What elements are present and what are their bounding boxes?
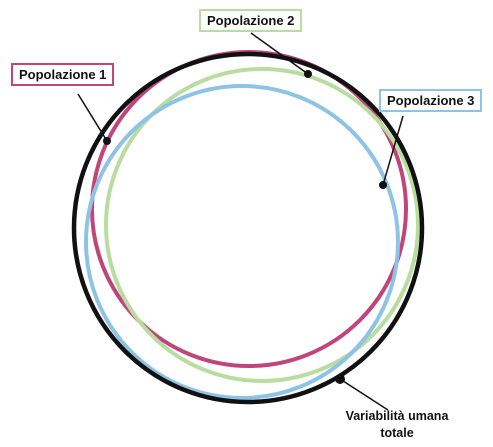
population-2-marker — [304, 70, 312, 78]
total-leader — [339, 378, 389, 411]
population-3-circle — [84, 84, 400, 400]
total-variability-label: Variabilità umana totale — [342, 408, 452, 442]
total-variability-circle — [71, 51, 425, 405]
population-3-leader — [382, 115, 404, 186]
population-3-marker — [379, 181, 387, 189]
total-variability-label-line2: totale — [380, 425, 414, 440]
total-variability-label-line1: Variabilità umana — [345, 409, 449, 423]
population-2-label: Popolazione 2 — [199, 9, 303, 32]
population-3-label: Popolazione 3 — [379, 89, 483, 112]
total-marker — [335, 374, 345, 384]
population-2-leader — [250, 32, 309, 75]
population-1-label: Popolazione 1 — [11, 63, 115, 86]
population-2-circle — [104, 67, 420, 383]
population-1-marker — [103, 137, 111, 145]
population-1-leader — [77, 93, 108, 142]
